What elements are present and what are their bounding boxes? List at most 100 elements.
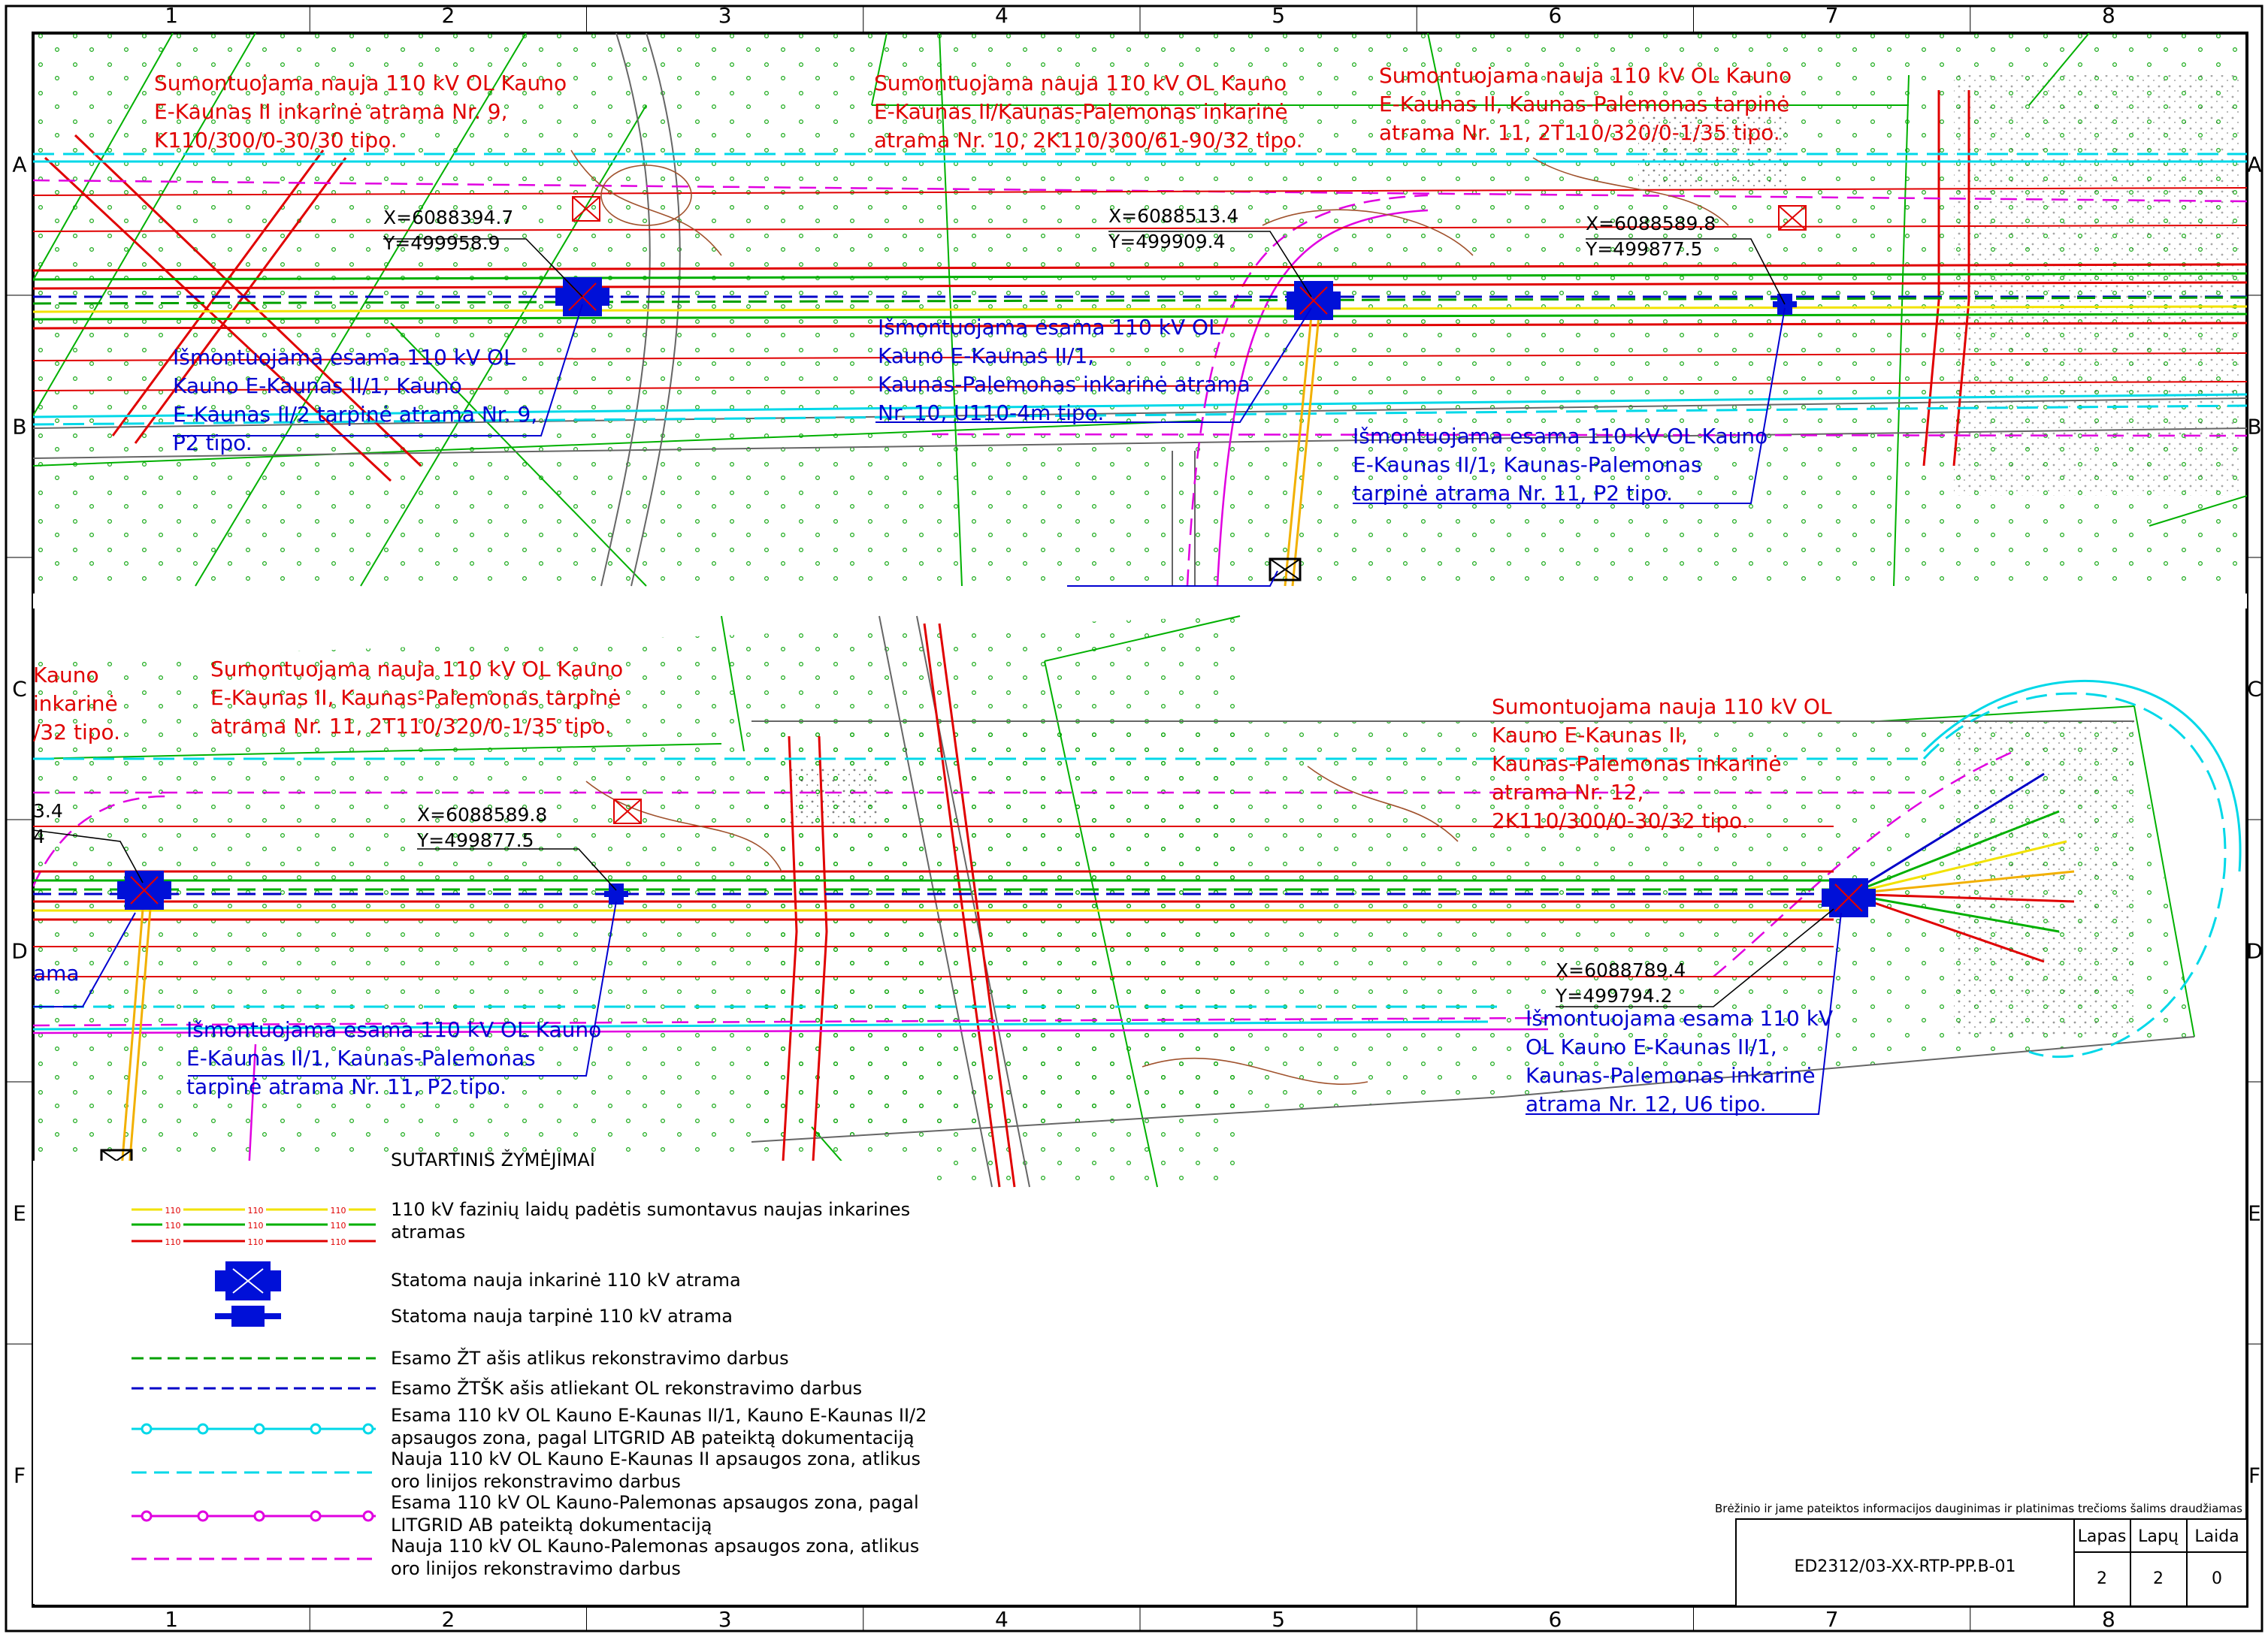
legend-line-tag: 110 xyxy=(331,1221,346,1231)
legend-item-phase-line: atramas xyxy=(391,1222,465,1243)
dismantle-tower-label-line: Nr. 10, U110-4m tipo. xyxy=(878,400,1104,425)
new-tower-label-line: E-Kaunas II/Kaunas-Palemonas inkarinė xyxy=(874,99,1288,124)
legend-item-magenta_dash-line: oro linijos rekonstravimo darbus xyxy=(391,1558,681,1579)
new-tower-label-line: inkarinė xyxy=(33,691,118,716)
legend-intermediate-tower-symbol xyxy=(215,1306,281,1327)
legend-line-tag: 110 xyxy=(331,1206,346,1216)
grid-row-label: D xyxy=(2246,939,2263,964)
legend-item-phase-line: 110 kV fazinių laidų padėtis sumontavus … xyxy=(391,1199,910,1220)
grid-row-label: F xyxy=(2248,1463,2260,1488)
new-tower-label: Kauno inkarinė/32 tipo. xyxy=(33,663,120,745)
legend-line-tag: 110 xyxy=(165,1237,181,1247)
legend-item-zt-line: Esamo ŽT ašis atlikus rekonstravimo darb… xyxy=(391,1347,789,1369)
title-block: Brėžinio ir jame pateiktos informacijos … xyxy=(1715,1502,2248,1607)
dismantle-tower-label-line: ama xyxy=(33,961,80,986)
coord-y: Y=499794.2 xyxy=(1555,985,1673,1007)
legend-item-cyan_dots-line: apsaugos zona, pagal LITGRID AB pateiktą… xyxy=(391,1427,915,1448)
new-tower-label-line: Sumontuojama nauja 110 kV OL Kauno xyxy=(874,71,1287,95)
legend-item-ztsk-line: Esamo ŽTŠK ašis atliekant OL rekonstravi… xyxy=(391,1376,862,1399)
coord-y: Y=499909.4 xyxy=(1108,231,1226,252)
new-tower-label-line: E-Kaunas II, Kaunas-Palemonas tarpinė xyxy=(1379,92,1789,116)
grid-row-label: B xyxy=(12,415,26,439)
dismantle-tower-label-line: P2 tipo. xyxy=(173,430,253,455)
dismantle-tower-label: Išmontuojama esama 110 kV OL Kauno E-Kaun… xyxy=(173,345,537,455)
legend-item-cyan_dots: Esama 110 kV OL Kauno E-Kaunas II/1, Kau… xyxy=(391,1405,927,1448)
tb-header-lapu: Lapų xyxy=(2138,1527,2179,1546)
new-tower-label-line: Sumontuojama nauja 110 kV OL Kauno xyxy=(154,71,567,95)
new-tower-label-line: /32 tipo. xyxy=(33,720,120,745)
grid-row-label: E xyxy=(13,1201,26,1226)
grid-row-label: D xyxy=(11,939,28,964)
coord-x: X=6088789.4 xyxy=(1556,959,1686,981)
dismantle-tower-label-line: E-Kaunas II/1, Kaunas-Palemonas xyxy=(1353,452,1702,477)
tb-header-lapas: Lapas xyxy=(2078,1527,2127,1546)
new-tower-label-line: atrama Nr. 11, 2T110/320/0-1/35 tipo. xyxy=(1379,120,1780,145)
legend-item-phase: 110 kV fazinių laidų padėtis sumontavus … xyxy=(391,1199,910,1243)
legend-title: SUTARTINIS ŽYMĖJIMAI xyxy=(391,1149,595,1170)
grid-row-label: A xyxy=(12,153,26,177)
legend-item-cyan_dash-line: Nauja 110 kV OL Kauno E-Kaunas II apsaug… xyxy=(391,1448,921,1469)
grid-col-label: 5 xyxy=(1272,3,1285,28)
grid-row-label: A xyxy=(2247,153,2261,177)
legend-item-anchor: Statoma nauja inkarinė 110 kV atrama xyxy=(391,1270,741,1291)
new-tower-label-line: Kauno xyxy=(33,663,99,687)
new-tower-label-line: Sumontuojama nauja 110 kV OL xyxy=(1492,694,1832,719)
new-tower-label-line: Sumontuojama nauja 110 kV OL Kauno xyxy=(210,657,623,681)
dismantle-tower-label-line: Išmontuojama esama 110 kV OL Kauno xyxy=(186,1017,601,1042)
coord-x: X=6088589.8 xyxy=(417,804,547,826)
legend-line-tag: 110 xyxy=(248,1237,264,1247)
dismantle-tower-label-line: Išmontuojama esama 110 kV xyxy=(1526,1006,1833,1031)
new-tower-label-line: E-Kaunas II inkarinė atrama Nr. 9, xyxy=(154,99,508,124)
new-tower-label-line: Kauno E-Kaunas II, xyxy=(1492,723,1688,748)
new-tower-label-line: K110/300/0-30/30 tipo. xyxy=(154,128,398,153)
legend-magenta-dots-line xyxy=(132,1510,376,1522)
dismantle-tower-label-line: tarpinė atrama Nr. 11, P2 tipo. xyxy=(186,1074,507,1099)
grid-col-label: 3 xyxy=(718,1607,732,1632)
legend-item-anchor-line: Statoma nauja inkarinė 110 kV atrama xyxy=(391,1270,741,1291)
grid-col-label: 1 xyxy=(165,1607,178,1632)
legend-item-magenta_dash: Nauja 110 kV OL Kauno-Palemonas apsaugos… xyxy=(391,1536,919,1579)
legend-item-magenta_dots-line: Esama 110 kV OL Kauno-Palemonas apsaugos… xyxy=(391,1492,919,1513)
grid-row-label: F xyxy=(14,1463,26,1488)
dismantle-tower-label-line: Kauno E-Kaunas II/1, xyxy=(878,343,1094,368)
new-tower-label-line: atrama Nr. 11, 2T110/320/0-1/35 tipo. xyxy=(210,714,612,738)
new-tower-label-line: atrama Nr. 10, 2K110/300/61-90/32 tipo. xyxy=(874,128,1303,153)
dismantle-tower-label-line: atrama Nr. 12, U6 tipo. xyxy=(1526,1092,1767,1116)
legend-item-magenta_dash-line: Nauja 110 kV OL Kauno-Palemonas apsaugos… xyxy=(391,1536,919,1557)
grid-col-label: 6 xyxy=(1548,3,1562,28)
legend-item-intermediate-line: Statoma nauja tarpinė 110 kV atrama xyxy=(391,1306,733,1327)
dismantle-tower-label-line: Išmontuojama esama 110 kV OL xyxy=(173,345,516,370)
dismantle-tower-label-line: Kauno E-Kaunas II/1, Kauno xyxy=(173,373,462,398)
grid-col-label: 3 xyxy=(718,3,732,28)
coord-x: X=6088394.7 xyxy=(383,207,513,228)
coord-y: Y=499877.5 xyxy=(416,829,534,851)
dismantle-tower-label-line: Kaunas-Palemonas inkarinė xyxy=(1526,1063,1816,1088)
new-tower-label-line: Sumontuojama nauja 110 kV OL Kauno xyxy=(1379,63,1792,88)
new-tower-label: Sumontuojama nauja 110 kV OL Kauno E-Kaun… xyxy=(1492,694,1832,833)
grid-col-label: 4 xyxy=(995,1607,1009,1632)
dismantle-tower-label-line: E-Kaunas II/1, Kaunas-Palemonas xyxy=(186,1046,536,1071)
legend-item-zt: Esamo ŽT ašis atlikus rekonstravimo darb… xyxy=(391,1347,789,1369)
grid-col-label: 7 xyxy=(1825,1607,1839,1632)
legend-item-cyan_dash-line: oro linijos rekonstravimo darbus xyxy=(391,1471,681,1492)
legend-item-cyan_dots-line: Esama 110 kV OL Kauno E-Kaunas II/1, Kau… xyxy=(391,1405,927,1426)
title-block-notice: Brėžinio ir jame pateiktos informacijos … xyxy=(1715,1502,2242,1515)
grid-row-label: E xyxy=(2248,1201,2261,1226)
legend-item-magenta_dots: Esama 110 kV OL Kauno-Palemonas apsaugos… xyxy=(391,1492,919,1536)
grid-col-label: 1 xyxy=(165,3,178,28)
coord-y: Y=499958.9 xyxy=(383,232,500,254)
dismantle-tower-label-line: Išmontuojama esama 110 kV OL Kauno xyxy=(1353,424,1768,449)
new-tower-label-line: 2K110/300/0-30/32 tipo. xyxy=(1492,808,1749,833)
grid-col-label: 4 xyxy=(995,3,1009,28)
grid-col-label: 7 xyxy=(1825,3,1839,28)
tb-value-lapas: 2 xyxy=(2097,1569,2107,1588)
legend-line-tag: 110 xyxy=(248,1221,264,1231)
tb-value-laida: 0 xyxy=(2212,1569,2222,1588)
